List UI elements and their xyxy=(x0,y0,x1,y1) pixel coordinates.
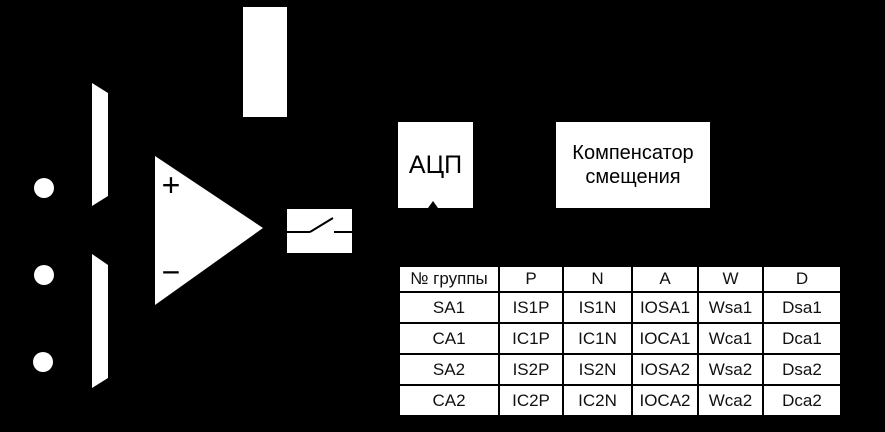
column-header-1: P xyxy=(498,265,564,293)
column-header-5: D xyxy=(762,265,842,293)
table-cell: Wsa2 xyxy=(697,353,764,386)
table-cell: IOSA2 xyxy=(631,353,699,386)
table-cell: Wca2 xyxy=(697,384,764,417)
offset-compensator-label: Компенсатор смещения xyxy=(572,142,694,188)
channel-dot-1 xyxy=(34,178,54,198)
column-header-0: № группы xyxy=(398,265,500,293)
table-cell: SA2 xyxy=(398,353,500,386)
column-header-3: A xyxy=(631,265,699,293)
table-cell: IC1N xyxy=(562,322,633,355)
opamp-plus-label: + xyxy=(162,167,181,203)
arrowhead-icon xyxy=(428,201,438,208)
table-cell: Wsa1 xyxy=(697,291,764,324)
table-cell: Dca1 xyxy=(762,322,842,355)
table-cell: Dca2 xyxy=(762,384,842,417)
table-cell: CA1 xyxy=(398,322,500,355)
table-cell: CA2 xyxy=(398,384,500,417)
table-cell: IS1P xyxy=(498,291,564,324)
table-cell: IC1P xyxy=(498,322,564,355)
column-header-4: W xyxy=(697,265,764,293)
table-cell: Dsa1 xyxy=(762,291,842,324)
opamp-minus-label: − xyxy=(162,254,181,290)
offset-compensator-block: Компенсатор смещения xyxy=(556,122,710,208)
table-cell: IS1N xyxy=(562,291,633,324)
adc-label: АЦП xyxy=(408,150,463,179)
sensor-plate-bottom-icon xyxy=(92,254,108,388)
table-cell: IC2P xyxy=(498,384,564,417)
adc-block: АЦП xyxy=(398,122,473,208)
table-cell: IOSA1 xyxy=(631,291,699,324)
table-cell: IC2N xyxy=(562,384,633,417)
switch-icon xyxy=(287,217,352,233)
table-cell: IOCA1 xyxy=(631,322,699,355)
table-cell: Wca1 xyxy=(697,322,764,355)
table-cell: IS2N xyxy=(562,353,633,386)
top-block xyxy=(243,7,287,117)
table-cell: SA1 xyxy=(398,291,500,324)
channel-dot-3 xyxy=(33,352,53,372)
sensor-plate-top-icon xyxy=(92,83,108,206)
table-cell: IS2P xyxy=(498,353,564,386)
table-cell: Dsa2 xyxy=(762,353,842,386)
table-cell: IOCA2 xyxy=(631,384,699,417)
opamp-triangle xyxy=(155,156,263,305)
channel-dot-2 xyxy=(34,265,54,285)
column-header-2: N xyxy=(562,265,633,293)
